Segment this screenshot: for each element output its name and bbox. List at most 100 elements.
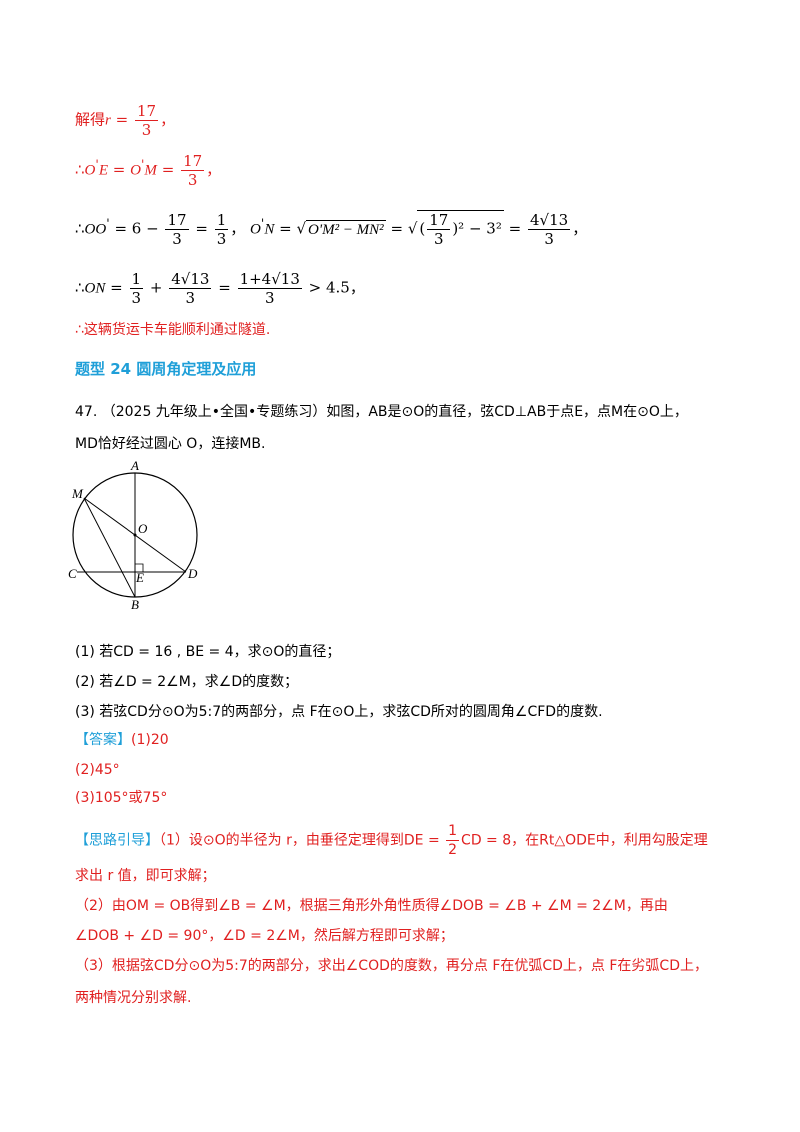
frac-den: 2 <box>448 842 458 858</box>
label-a: A <box>130 460 139 473</box>
frac-den: 3 <box>434 230 444 248</box>
hint-p1b: CD = 8，在Rt△ODE中，利用勾股定理 <box>461 832 708 849</box>
frac-num: 1 <box>446 823 460 841</box>
equals: = <box>279 219 292 238</box>
comma: ， <box>230 219 246 238</box>
label-m: M <box>71 486 84 501</box>
therefore-symbol: ∴ <box>75 219 85 238</box>
var-o: O <box>130 162 141 179</box>
frac-num: 17 <box>181 152 205 171</box>
var-o: O <box>250 221 261 238</box>
comma: ， <box>160 110 176 129</box>
center-point <box>133 533 137 537</box>
equals: = <box>390 219 404 238</box>
six-minus: 6 − <box>131 219 159 238</box>
comma: ， <box>206 160 222 179</box>
right-angle-mark <box>135 563 144 572</box>
hint-tag: 【思路引导】 <box>75 832 159 849</box>
label-b: B <box>131 597 139 610</box>
hint-line-6: 两种情况分别求解. <box>75 990 192 1006</box>
section-heading: 题型 24 圆周角定理及应用 <box>75 360 257 378</box>
equals: = <box>112 160 126 179</box>
frac-den: 3 <box>187 171 198 189</box>
answer-3: (3)105°或75° <box>75 790 168 806</box>
segment-mb <box>83 497 136 598</box>
equals: = <box>508 219 522 238</box>
frac-den: 3 <box>264 289 275 307</box>
frac-den: 3 <box>131 289 142 307</box>
greater-than-45: > 4.5 <box>308 278 350 297</box>
equals: = <box>115 110 129 129</box>
frac-num: 17 <box>427 211 451 230</box>
frac-num: 1 <box>214 211 229 230</box>
problem-number: 47. <box>75 404 98 420</box>
frac-num: 17 <box>165 211 189 230</box>
frac-den: 3 <box>216 230 227 248</box>
var-on: ON <box>84 280 106 297</box>
prime: ' <box>140 156 145 172</box>
frac-den: 3 <box>172 230 182 248</box>
var-n: N <box>264 221 275 238</box>
problem-line-1: 47. （2025 九年级上•全国•专题练习）如图，AB是⊙O的直径，弦CD⊥A… <box>75 402 688 422</box>
var-m: M <box>144 162 157 179</box>
answer-1: (1)20 <box>131 732 169 748</box>
solution-conclusion: ∴这辆货运卡车能顺利通过隧道. <box>75 322 271 338</box>
answer-tag: 【答案】 <box>75 732 131 748</box>
var-r: r <box>105 112 111 129</box>
label-o: O <box>138 521 148 536</box>
label-d: D <box>187 566 198 581</box>
text-jiede: 解得 <box>75 110 106 129</box>
frac-den: 3 <box>544 230 554 248</box>
hint-line-2: 求出 r 值，即可求解； <box>75 868 216 884</box>
therefore-symbol: ∴ <box>75 160 85 179</box>
var-oo: OO <box>84 221 107 238</box>
frac-num: 4√13 <box>528 211 571 230</box>
question-1: (1) 若CD = 16 , BE = 4，求⊙O的直径； <box>75 644 341 660</box>
answer-line-1: 【答案】(1)20 <box>75 730 169 750</box>
question-2: (2) 若∠D = 2∠M，求∠D的度数； <box>75 674 299 690</box>
frac-num: 4√13 <box>169 270 212 289</box>
equals: = <box>195 219 208 238</box>
circle-figure: A M O C E D B <box>68 460 198 610</box>
frac-den: 3 <box>141 121 152 139</box>
hint-p1a: （1）设⊙O的半径为 r，由垂径定理得到DE = <box>159 832 445 849</box>
equals: = <box>110 278 123 297</box>
answer-2: (2)45° <box>75 762 120 778</box>
question-3: (3) 若弦CD分⊙O为5:7的两部分，点 F在⊙O上，求弦CD所对的圆周角∠C… <box>75 704 603 720</box>
frac-num: 17 <box>135 102 159 121</box>
comma: ， <box>349 278 365 297</box>
equals: = <box>161 160 175 179</box>
comma: ， <box>572 219 588 238</box>
prime: ' <box>106 215 110 231</box>
label-c: C <box>68 566 77 581</box>
equals: = <box>114 219 128 238</box>
prime: ' <box>260 215 265 231</box>
frac-den: 3 <box>185 289 196 307</box>
label-e: E <box>135 570 144 585</box>
problem-line-2: MD恰好经过圆心 O，连接MB. <box>75 436 266 452</box>
problem-text-1: 如图，AB是⊙O的直径，弦CD⊥AB于点E，点M在⊙O上， <box>326 404 688 420</box>
prime: ' <box>95 156 99 172</box>
plus: + <box>149 278 163 297</box>
var-o: O <box>84 162 96 179</box>
sqrt-om-mn: O'M² − MN² <box>306 219 386 238</box>
hint-line-4: ∠DOB + ∠D = 90°，∠D = 2∠M，然后解方程即可求解； <box>75 928 454 944</box>
equals: = <box>218 278 231 297</box>
frac-num: 1 <box>129 270 144 289</box>
frac-num: 1+4√13 <box>237 270 302 289</box>
problem-source: （2025 九年级上•全国•专题练习） <box>101 404 327 420</box>
